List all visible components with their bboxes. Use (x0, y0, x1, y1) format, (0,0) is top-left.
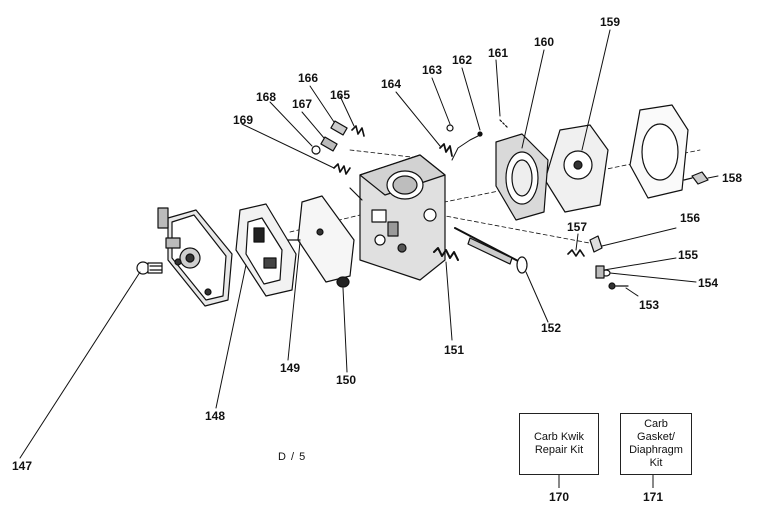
kit-box-repair: Carb Kwik Repair Kit (519, 413, 599, 475)
kit-gasket-number: 171 (643, 490, 664, 504)
part-158-screw (683, 171, 709, 185)
callout-154: 154 (698, 276, 718, 290)
part-149-diaphragm (287, 195, 355, 283)
part-156-pin (589, 235, 603, 253)
kit-box-gasket: Carb Gasket/ Diaphragm Kit (620, 413, 692, 475)
carburetor-body (349, 154, 446, 281)
kit-repair-number: 170 (549, 490, 570, 504)
callout-157: 157 (567, 220, 587, 234)
callout-162: 162 (452, 53, 472, 67)
part-164-spring (439, 143, 453, 157)
callout-153: 153 (639, 298, 659, 312)
callout-151: 151 (444, 343, 464, 357)
kit-repair-line-2: Repair Kit (534, 444, 584, 456)
part-151-spring (433, 247, 459, 261)
part-163-ball (446, 124, 454, 132)
diagram-code: D / 5 (278, 451, 306, 463)
part-162-pin (477, 131, 483, 137)
kit-repair-line-1: Carb Kwik (533, 431, 585, 443)
kit-gasket-line-2: Gasket/ (637, 431, 675, 443)
callout-168: 168 (256, 90, 276, 104)
kit-gasket-line-3: Diaphragm (629, 444, 683, 456)
callout-149: 149 (280, 361, 300, 375)
part-148-cover-plate (157, 207, 233, 307)
part-167-seal (320, 136, 338, 152)
callout-165: 165 (330, 88, 350, 102)
callout-leader-lines (19, 29, 719, 459)
callout-158: 158 (722, 171, 742, 185)
part-148-gasket (235, 203, 297, 297)
callout-labels: 147 148 149 150 151 152 153 154 155 156 … (12, 15, 742, 473)
part-159-metering-cover (544, 124, 609, 213)
callout-169: 169 (233, 113, 253, 127)
part-159-outer-gasket (629, 104, 689, 199)
part-152-throttle-shaft (454, 227, 528, 274)
callout-148: 148 (205, 409, 225, 423)
callout-161: 161 (488, 46, 508, 60)
part-166-needle (330, 120, 348, 136)
callout-164: 164 (381, 77, 401, 91)
callout-160: 160 (534, 35, 554, 49)
kit-gasket-line-1: Carb (644, 418, 668, 430)
callout-167: 167 (292, 97, 312, 111)
part-165-needle (351, 125, 365, 137)
kit-gasket-line-4: Kit (649, 457, 663, 469)
part-155-lever (595, 265, 605, 279)
callout-163: 163 (422, 63, 442, 77)
callout-155: 155 (678, 248, 698, 262)
part-161-clip (499, 119, 509, 129)
callout-152: 152 (541, 321, 561, 335)
callout-166: 166 (298, 71, 318, 85)
part-157-spring (567, 249, 585, 257)
callout-156: 156 (680, 211, 700, 225)
callout-147: 147 (12, 459, 32, 473)
part-169-spring (333, 163, 351, 175)
callout-150: 150 (336, 373, 356, 387)
part-153-screw (608, 282, 629, 290)
part-168-washer (311, 145, 321, 155)
callout-159: 159 (600, 15, 620, 29)
part-160-pump-housing (495, 133, 549, 221)
part-150-spring (336, 276, 350, 288)
part-147-screw (136, 261, 163, 275)
